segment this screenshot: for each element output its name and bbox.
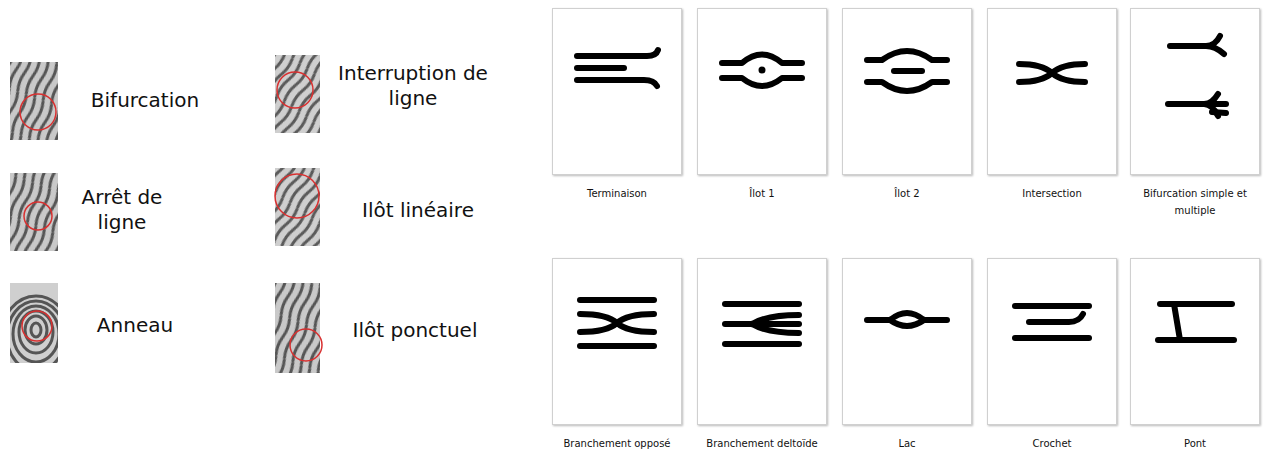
ridge-sketch (722, 55, 802, 87)
fingerprint-thumb (10, 173, 58, 251)
ridge-sketch (1158, 304, 1234, 340)
fingerprint-thumb (275, 283, 322, 373)
minutia-panel: Branchement opposé (552, 258, 682, 452)
panel-caption: Lac (842, 435, 972, 452)
panel-caption: Intersection (987, 185, 1117, 202)
minutia-panel: Branchement deltoïde (697, 258, 827, 452)
panel-frame (697, 8, 827, 175)
fingerprint-thumb (275, 168, 320, 246)
minutia-panel: Terminaison (552, 8, 682, 202)
panel-frame (842, 8, 972, 175)
minutia-label: Bifurcation (80, 88, 210, 113)
ridge-sketch (577, 50, 658, 86)
panel-caption: Îlot 1 (697, 185, 827, 202)
panel-caption: Crochet (987, 435, 1117, 452)
panel-frame (987, 258, 1117, 425)
panel-frame (552, 258, 682, 425)
panel-frame (1130, 258, 1260, 425)
ridge-sketch (867, 51, 947, 91)
panel-caption: Pont (1130, 435, 1260, 452)
ridge-sketch (1015, 306, 1089, 338)
ridge-sketch (867, 313, 947, 326)
ridge-sketch (580, 300, 654, 346)
panel-caption: Branchement opposé (552, 435, 682, 452)
panel-caption: Terminaison (552, 185, 682, 202)
minutia-label: Interruption de ligne (338, 61, 488, 111)
panel-frame (552, 8, 682, 175)
panel-frame (842, 258, 972, 425)
fingerprint-thumb (275, 55, 320, 133)
ridge-sketch (725, 304, 799, 344)
fingerprint-thumb (10, 283, 58, 363)
panel-frame (697, 258, 827, 425)
minutia-panel: Lac (842, 258, 972, 452)
minutia-panel: Bifurcation simple et multiple (1130, 8, 1260, 219)
minutia-panel: Îlot 2 (842, 8, 972, 202)
minutia-panel: Crochet (987, 258, 1117, 452)
minutia-panel: Intersection (987, 8, 1117, 202)
panel-frame (987, 8, 1117, 175)
fingerprint-thumb (10, 62, 58, 140)
minutia-label: Ilôt linéaire (343, 198, 493, 223)
panel-caption: Îlot 2 (842, 185, 972, 202)
minutia-panel: Pont (1130, 258, 1260, 452)
ridge-sketch (1019, 64, 1085, 82)
minutia-label: Anneau (75, 313, 195, 338)
minutia-panel: Îlot 1 (697, 8, 827, 202)
ridge-sketch (1168, 36, 1226, 116)
panel-caption: Branchement deltoïde (697, 435, 827, 452)
minutia-label: Arrêt de ligne (72, 185, 172, 235)
minutia-label: Ilôt ponctuel (340, 318, 490, 343)
panel-frame (1130, 8, 1260, 175)
panel-caption: Bifurcation simple et multiple (1130, 185, 1260, 219)
